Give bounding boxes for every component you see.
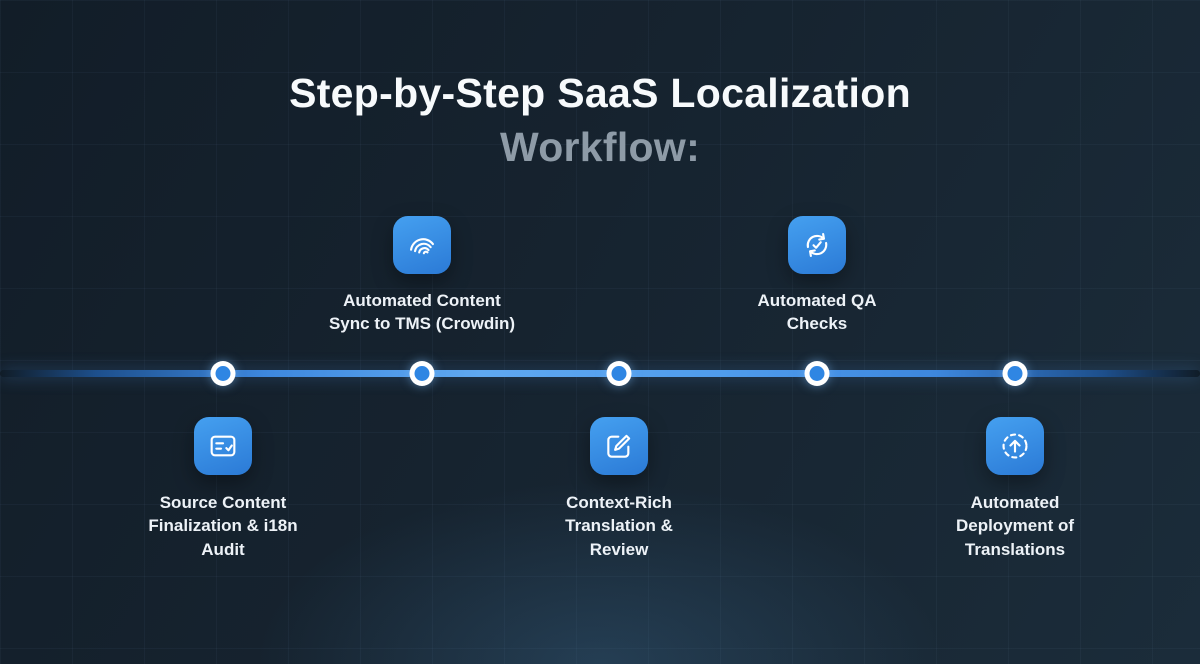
timeline-line — [0, 370, 1200, 377]
deploy-upload-icon — [986, 417, 1044, 475]
timeline-node — [1002, 361, 1028, 386]
page-title: Step-by-Step SaaS Localization Workflow: — [0, 66, 1200, 174]
checklist-icon — [194, 417, 252, 475]
title-line-2: Workflow: — [499, 124, 701, 171]
step-label: Context-Rich Translation & Review — [565, 493, 673, 559]
step-label: Source Content Finalization & i18n Audit — [148, 493, 298, 559]
timeline-node — [606, 361, 632, 386]
title-line-1: Step-by-Step SaaS Localization — [289, 70, 911, 116]
timeline-node — [409, 361, 435, 386]
timeline-node — [210, 361, 236, 386]
qa-refresh-icon — [788, 216, 846, 274]
step-label: Automated Content Sync to TMS (Crowdin) — [328, 291, 516, 334]
step-label: Automated QA Checks — [757, 291, 877, 334]
step-label: Automated Deployment of Translations — [955, 493, 1075, 559]
timeline-node — [804, 361, 830, 386]
sync-waves-icon — [393, 216, 451, 274]
edit-icon — [590, 417, 648, 475]
